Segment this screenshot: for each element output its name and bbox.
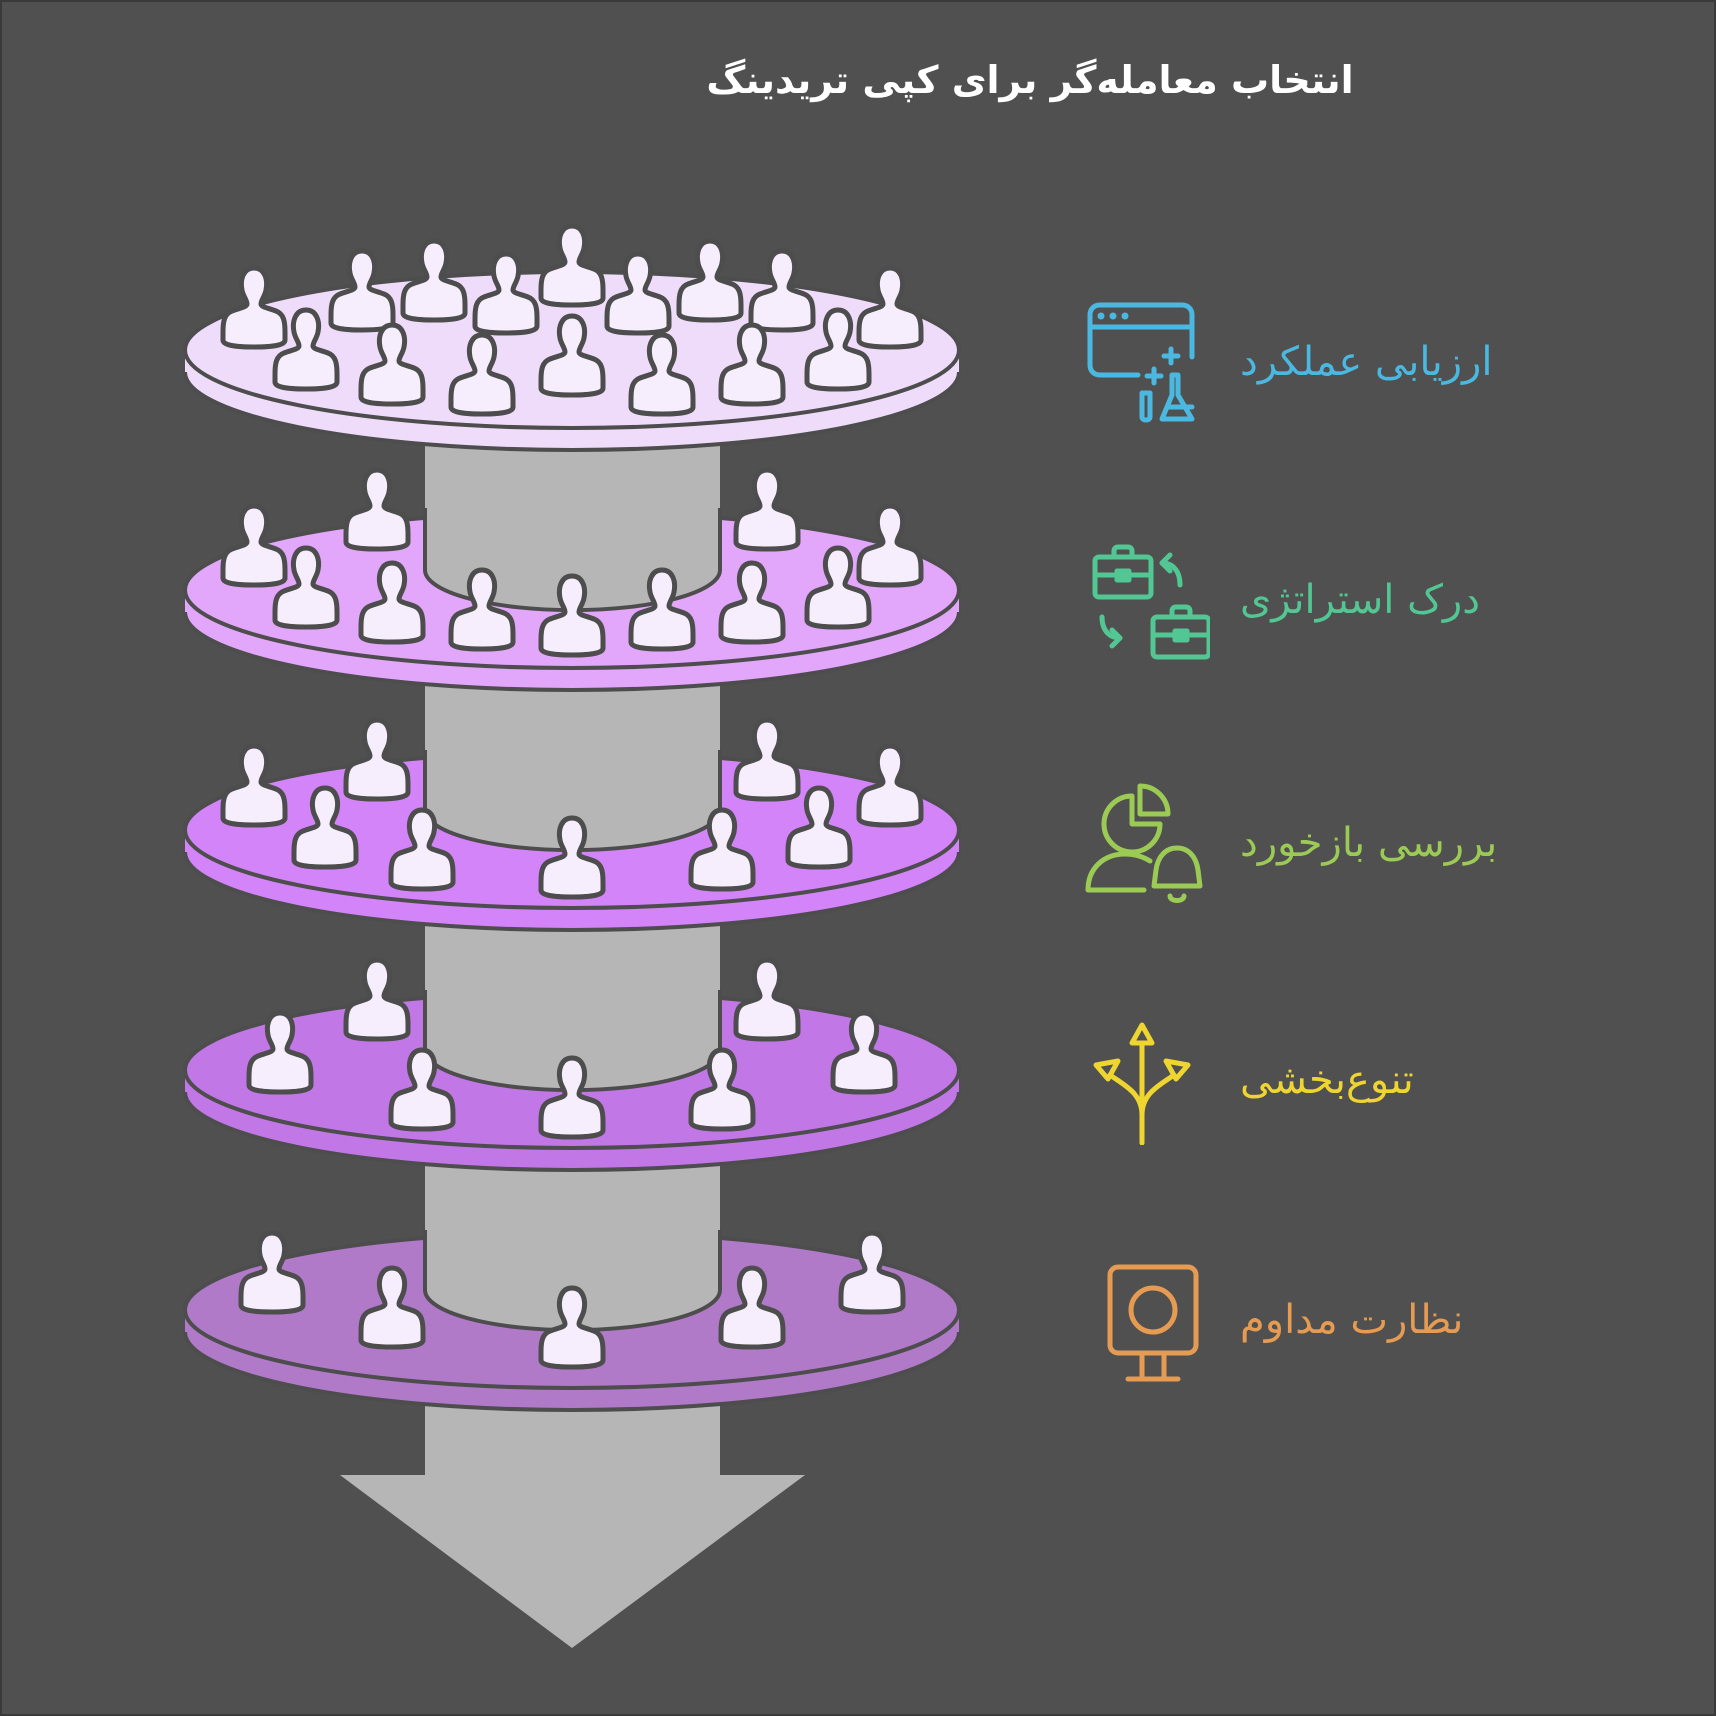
stage-item-strategy: درک استراتژی bbox=[1080, 535, 1640, 665]
diagram-title: انتخاب معامله‌گر برای کپی تریدینگ bbox=[706, 58, 1354, 102]
stage-disk-4 bbox=[183, 960, 961, 1230]
stage-disk-1 bbox=[183, 226, 961, 460]
stage-item-feedback: بررسی بازخورد bbox=[1080, 778, 1640, 908]
down-arrow-icon bbox=[340, 1475, 805, 1648]
stage-disk-5 bbox=[183, 1200, 961, 1412]
stage-label-1: ارزیابی عملکرد bbox=[1240, 339, 1493, 385]
monitor-circle-icon bbox=[1107, 1264, 1199, 1382]
stage-label-4: تنوع‌بخشی bbox=[1240, 1057, 1414, 1103]
stage-disk-2 bbox=[183, 420, 961, 750]
browser-flask-icon bbox=[1087, 302, 1195, 423]
stage-item-performance: ارزیابی عملکرد bbox=[1080, 297, 1640, 427]
stage-label-5: نظارت مداوم bbox=[1240, 1297, 1464, 1343]
diverging-arrows-icon bbox=[1093, 1022, 1191, 1145]
stage-item-monitoring: نظارت مداوم bbox=[1080, 1255, 1640, 1385]
stage-disk-3 bbox=[183, 720, 961, 990]
stage-item-diversification: تنوع‌بخشی bbox=[1080, 1015, 1640, 1145]
user-chart-bell-icon bbox=[1085, 783, 1203, 903]
stage-label-3: بررسی بازخورد bbox=[1240, 820, 1498, 866]
stage-label-2: درک استراتژی bbox=[1240, 577, 1481, 623]
briefcase-swap-icon bbox=[1092, 544, 1210, 660]
